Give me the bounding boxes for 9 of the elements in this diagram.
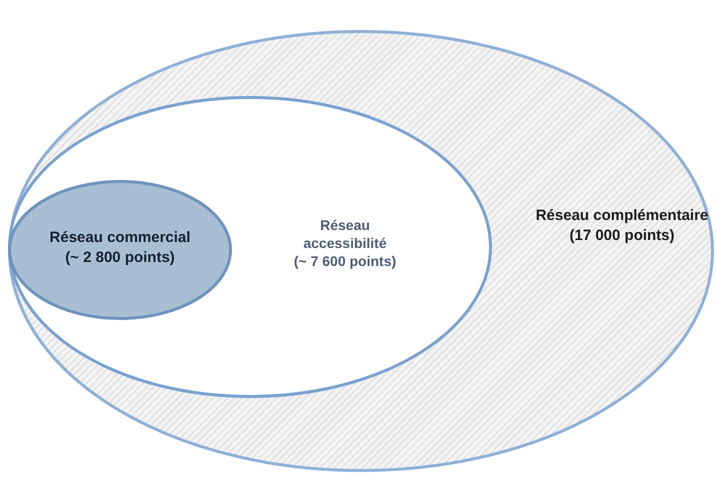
region-label: Réseau commercial [50,228,190,248]
region-label: Réseau accessibilité [302,216,388,252]
region-label: Réseau complémentaire [536,206,708,226]
region-label: (~ 2 800 points) [65,248,175,267]
region-label: (~ 7 600 points) [294,252,396,271]
ellipse-region [8,96,492,398]
ellipse-region [8,30,714,472]
region-label: (17 000 points) [569,226,675,245]
ellipse-region [8,180,232,320]
